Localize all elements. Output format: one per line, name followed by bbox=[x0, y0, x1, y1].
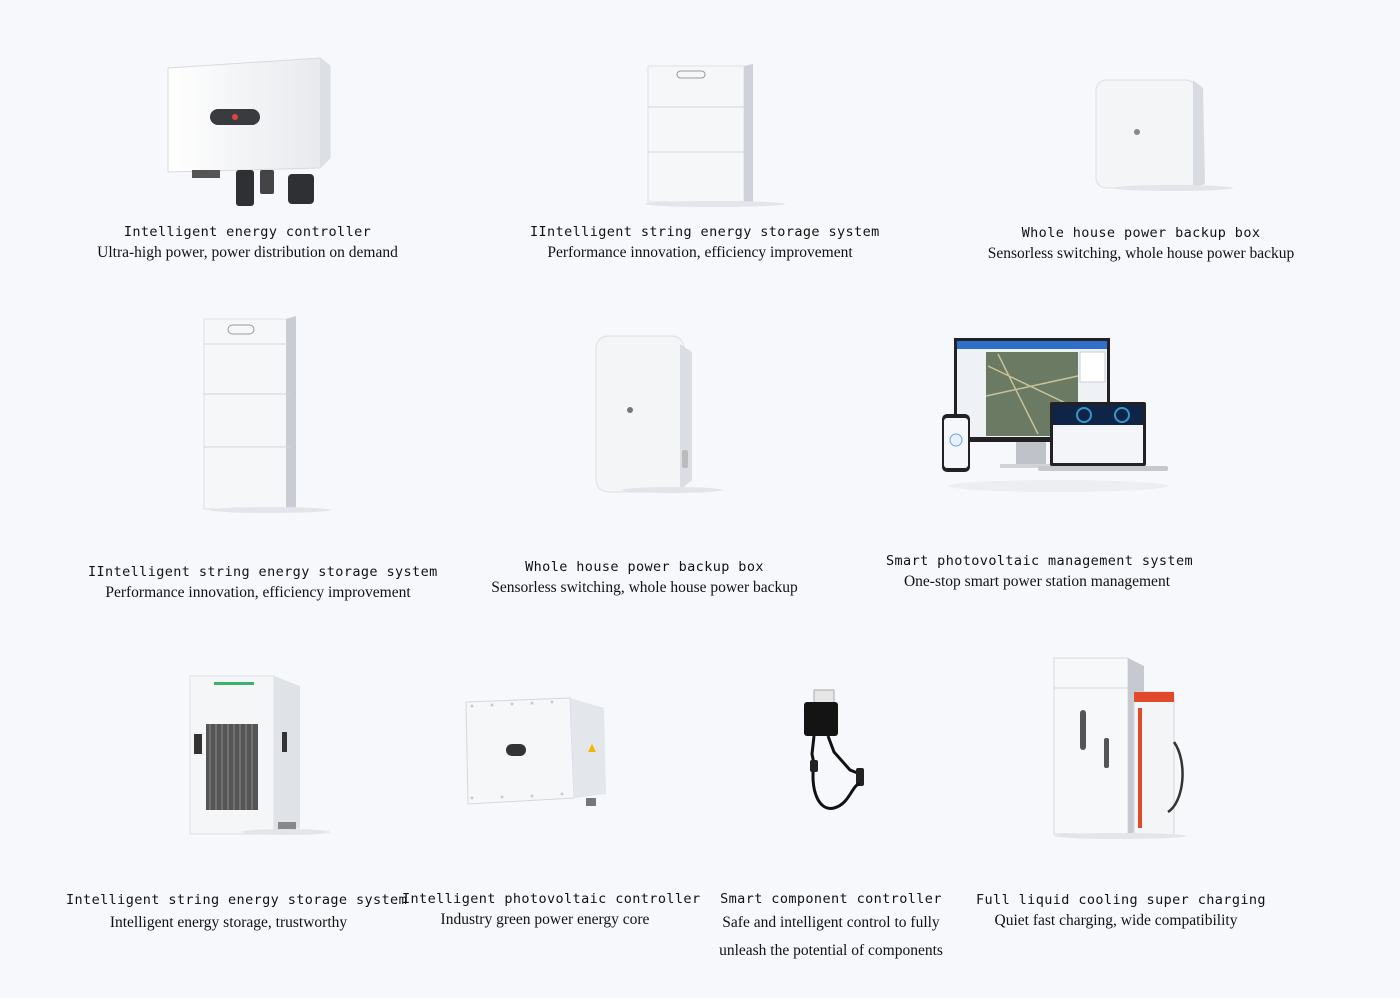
component-controller-icon[interactable] bbox=[800, 688, 870, 818]
product-subtitle: Sensorless switching, whole house power … bbox=[491, 579, 798, 596]
product-subtitle: Safe and intelligent control to fully bbox=[722, 914, 940, 931]
product-title: Intelligent string energy storage system bbox=[66, 892, 408, 908]
product-subtitle: One-stop smart power station management bbox=[903, 573, 1170, 590]
pv-controller-icon[interactable] bbox=[462, 694, 612, 812]
product-card-1[interactable]: Intelligent energy controller Ultra-high… bbox=[80, 222, 415, 264]
product-title: IIntelligent string energy storage syste… bbox=[530, 224, 880, 240]
product-title: Intelligent photovoltaic controller bbox=[402, 891, 701, 907]
product-title: Smart component controller bbox=[720, 891, 942, 907]
product-title: Whole house power backup box bbox=[525, 559, 764, 575]
storage-cabinet-icon[interactable] bbox=[186, 672, 336, 838]
product-title: Full liquid cooling super charging bbox=[976, 892, 1266, 908]
charging-station-icon[interactable] bbox=[1050, 652, 1190, 840]
product-title: Whole house power backup box bbox=[1021, 225, 1261, 241]
product-card-9[interactable]: Smart component controller Safe and inte… bbox=[704, 889, 958, 965]
product-card-5[interactable]: Whole house power backup box Sensorless … bbox=[472, 557, 817, 599]
product-subtitle: Industry green power energy core bbox=[440, 911, 650, 928]
inverter-icon[interactable] bbox=[160, 56, 335, 211]
product-card-2[interactable]: IIntelligent string energy storage syste… bbox=[530, 222, 880, 264]
product-card-10[interactable]: Full liquid cooling super charging Quiet… bbox=[976, 890, 1266, 932]
product-subtitle: Quiet fast charging, wide compatibility bbox=[994, 912, 1238, 929]
product-card-6[interactable]: Smart photovoltaic management system One… bbox=[886, 551, 1193, 593]
product-subtitle: Performance innovation, efficiency impro… bbox=[547, 244, 853, 261]
product-card-8[interactable]: Intelligent photovoltaic controller Indu… bbox=[402, 889, 701, 931]
product-subtitle: Intelligent energy storage, trustworthy bbox=[109, 914, 348, 931]
backup-panel-icon[interactable] bbox=[592, 330, 722, 498]
product-card-4[interactable]: IIntelligent string energy storage syste… bbox=[88, 562, 438, 604]
product-card-3[interactable]: Whole house power backup box Sensorless … bbox=[970, 223, 1312, 265]
product-subtitle: Ultra-high power, power distribution on … bbox=[97, 244, 398, 261]
battery-stack-icon[interactable] bbox=[645, 62, 795, 207]
product-card-7[interactable]: Intelligent string energy storage system… bbox=[66, 890, 408, 936]
product-subtitle-line2: unleash the potential of components bbox=[719, 942, 943, 959]
product-subtitle: Performance innovation, efficiency impro… bbox=[105, 584, 411, 601]
product-subtitle: Sensorless switching, whole house power … bbox=[987, 245, 1295, 262]
product-title: IIntelligent string energy storage syste… bbox=[88, 564, 438, 580]
backup-box-icon[interactable] bbox=[1093, 74, 1233, 194]
management-devices-icon[interactable] bbox=[938, 336, 1170, 514]
battery-tower-icon[interactable] bbox=[200, 314, 330, 514]
product-title: Smart photovoltaic management system bbox=[886, 553, 1193, 569]
product-title: Intelligent energy controller bbox=[123, 224, 372, 240]
